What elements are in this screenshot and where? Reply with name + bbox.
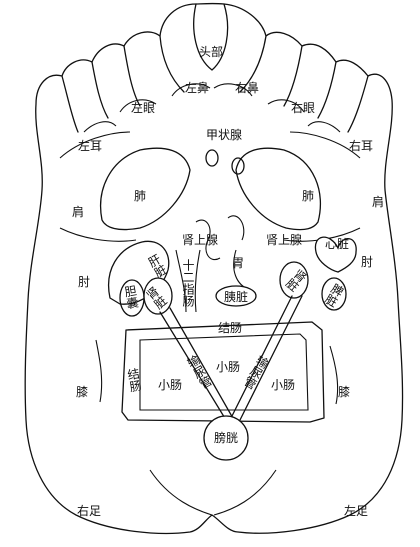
label-left-ear: 左耳 bbox=[77, 139, 103, 153]
label-colon-side: 结肠 bbox=[125, 366, 143, 394]
label-gallbladder: 胆囊 bbox=[122, 283, 140, 311]
label-colon-top: 结肠 bbox=[217, 321, 243, 335]
label-stomach: 胃 bbox=[231, 256, 245, 270]
label-heart: 心脏 bbox=[324, 237, 350, 251]
label-right-foot: 右足 bbox=[76, 504, 102, 518]
feet-outline bbox=[24, 2, 404, 535]
label-lung-right: 肺 bbox=[301, 189, 315, 203]
label-right-eye: 右眼 bbox=[290, 101, 316, 115]
label-pancreas: 胰脏 bbox=[223, 290, 249, 304]
lung-left-region bbox=[100, 147, 191, 231]
label-shoulder-right: 肩 bbox=[371, 195, 385, 209]
colon-frame bbox=[121, 321, 325, 423]
label-head: 头部 bbox=[198, 45, 224, 59]
label-small-int-right: 小肠 bbox=[270, 378, 296, 392]
label-left-foot: 左足 bbox=[343, 504, 369, 518]
label-right-ear: 右耳 bbox=[348, 139, 374, 153]
label-bladder: 膀胱 bbox=[213, 431, 239, 445]
label-small-int-left: 小肠 bbox=[157, 378, 183, 392]
heart-region bbox=[314, 236, 357, 273]
label-small-int-top: 小肠 bbox=[215, 360, 241, 374]
label-left-eye: 左眼 bbox=[130, 101, 156, 115]
label-knee-right: 膝 bbox=[337, 385, 351, 399]
label-elbow-left: 肘 bbox=[77, 275, 91, 289]
label-adrenal-left: 肾上腺 bbox=[181, 233, 219, 247]
label-right-sinus: 右鼻 bbox=[234, 81, 260, 95]
bladder-region bbox=[203, 415, 249, 461]
toe-lines bbox=[61, 3, 369, 133]
label-shoulder-left: 肩 bbox=[71, 205, 85, 219]
label-duodenum: 十二指肠 bbox=[181, 259, 195, 307]
label-thyroid: 甲状腺 bbox=[205, 128, 243, 142]
label-knee-left: 膝 bbox=[75, 385, 89, 399]
lung-right-region bbox=[235, 147, 322, 231]
label-adrenal-right: 肾上腺 bbox=[265, 233, 303, 247]
label-elbow-right: 肘 bbox=[360, 255, 374, 269]
label-left-sinus: 左鼻 bbox=[184, 81, 210, 95]
label-lung-left: 肺 bbox=[133, 189, 147, 203]
